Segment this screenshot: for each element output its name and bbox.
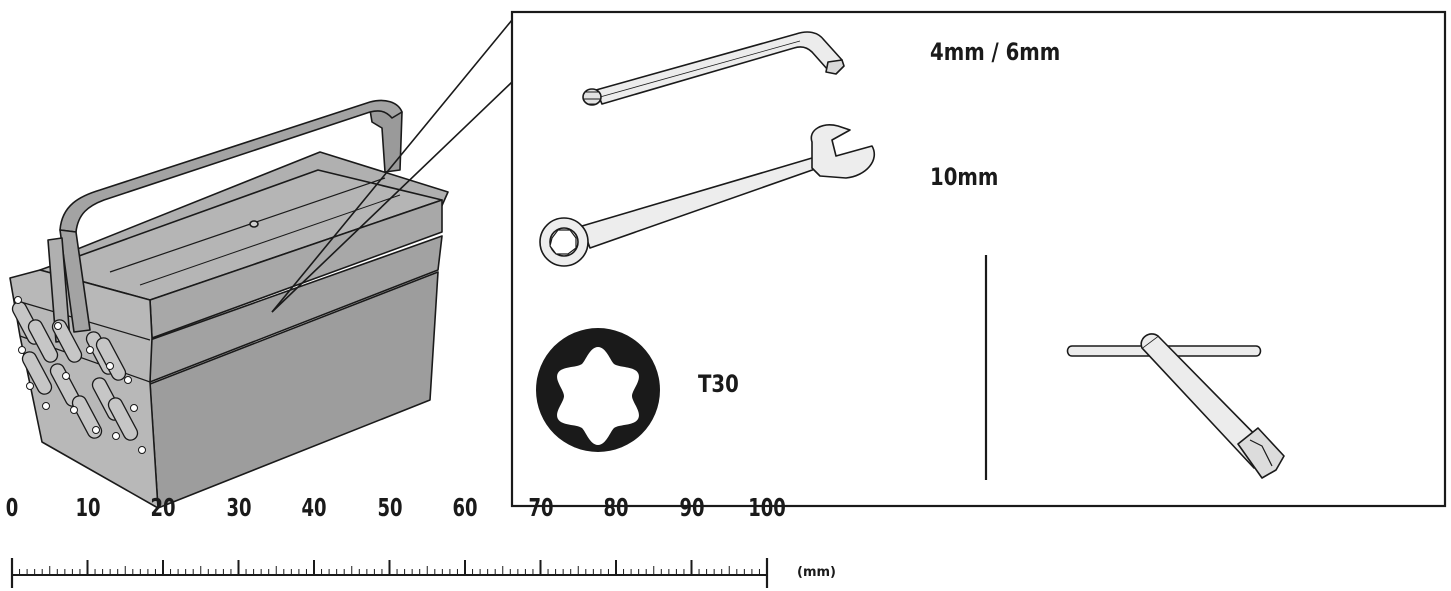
ruler-tick-label: 10	[74, 493, 101, 522]
callout-lines	[271, 19, 513, 313]
ruler-tick-label: 70	[527, 493, 554, 522]
ruler-tick-label: 0	[5, 493, 19, 522]
torx-icon	[536, 328, 660, 452]
ruler	[10, 558, 769, 588]
ruler-tick-label: 20	[150, 493, 176, 522]
ruler-tick-label: 90	[678, 493, 705, 522]
combination-wrench-icon	[539, 124, 875, 267]
toolbox-icon	[9, 99, 449, 509]
ruler-tick-label: 100	[748, 493, 786, 522]
wrench-size-label: 10mm	[930, 163, 999, 191]
ruler-tick-label: 40	[301, 493, 327, 522]
hex-key-icon	[582, 31, 845, 106]
ruler-unit-label: (mm)	[797, 565, 836, 580]
ruler-tick-label: 30	[225, 493, 252, 522]
hex-key-size-label: 4mm / 6mm	[930, 38, 1061, 66]
ruler-tick-label: 60	[452, 493, 478, 522]
t-handle-key-icon	[1066, 333, 1285, 479]
ruler-tick-label: 80	[603, 493, 629, 522]
torx-size-label: T30	[698, 370, 739, 398]
ruler-tick-label: 50	[376, 493, 403, 522]
detail-box	[510, 10, 1447, 508]
